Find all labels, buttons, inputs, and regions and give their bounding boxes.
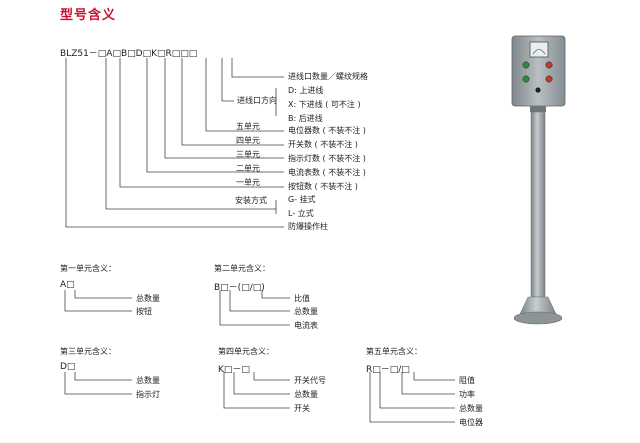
label-wall-mount: G- 挂式 [288,195,316,204]
green-button-icon [522,75,530,83]
unit4-label-switch: 开关 [294,404,310,413]
label-rear-inlet: B: 后进线 [288,114,323,123]
selector-knob-icon [535,87,541,93]
label-bottom-inlet: X: 下进线 ( 可不注 ) [288,100,361,109]
label-unit1: 一单元 [236,178,260,187]
unit3-label-indicator: 指示灯 [136,390,160,399]
column-base [513,311,563,325]
unit1-label-button: 按钮 [136,307,152,316]
unit1-label-total: 总数量 [136,294,160,303]
column-pole [530,111,546,298]
label-unit4: 四单元 [236,136,260,145]
unit2-label-ratio: 比值 [294,294,310,303]
unit1-heading: 第一单元含义： [60,264,116,273]
unit4-heading: 第四单元含义： [218,347,274,356]
label-switch: 开关数 ( 不装不注 ) [288,140,358,149]
unit2-label-ammeter: 电流表 [294,321,318,330]
unit5-label-resistance: 阻值 [459,376,475,385]
label-unit2: 二单元 [236,164,260,173]
unit4-code: K□－□ [218,365,250,375]
label-ammeter: 电流表数 ( 不装不注 ) [288,168,366,177]
unit4-label-total: 总数量 [294,390,318,399]
unit2-heading: 第二单元含义： [214,264,270,273]
unit5-label-potentiometer: 电位器 [459,418,483,427]
label-top-inlet: D: 上进线 [288,86,324,95]
red-lamp-icon [545,61,553,69]
unit5-heading: 第五单元含义： [366,347,422,356]
unit3-code: D□ [60,362,76,372]
unit5-code: R□－□/□ [366,365,410,375]
label-explosion-proof-column: 防爆操作柱 [288,222,328,231]
label-inlet-direction: 进线口方向 [237,96,277,105]
unit5-label-total: 总数量 [459,404,483,413]
label-indicator: 指示灯数 ( 不装不注 ) [288,154,366,163]
label-potentiometer: 电位器数 ( 不装不注 ) [288,126,366,135]
label-stand-mount: L- 立式 [288,209,314,218]
model-code: BLZ51－□A□B□D□K□R□□□ [60,49,198,59]
unit2-label-total: 总数量 [294,307,318,316]
unit3-heading: 第三单元含义： [60,347,116,356]
label-mount-type: 安装方式 [235,196,267,205]
green-lamp-icon [522,61,530,69]
page-title: 型号含义 [60,8,117,23]
label-button: 按钮数 ( 不装不注 ) [288,182,358,191]
unit1-code: A□ [60,280,75,290]
label-unit5: 五单元 [236,122,260,131]
red-button-icon [545,75,553,83]
unit4-label-switch-code: 开关代号 [294,376,326,385]
unit3-label-total: 总数量 [136,376,160,385]
label-inlet-count: 进线口数量／螺纹规格 [288,72,368,81]
label-unit3: 三单元 [236,150,260,159]
unit2-code: B□－(□/□) [214,283,265,293]
unit5-label-power: 功率 [459,390,475,399]
